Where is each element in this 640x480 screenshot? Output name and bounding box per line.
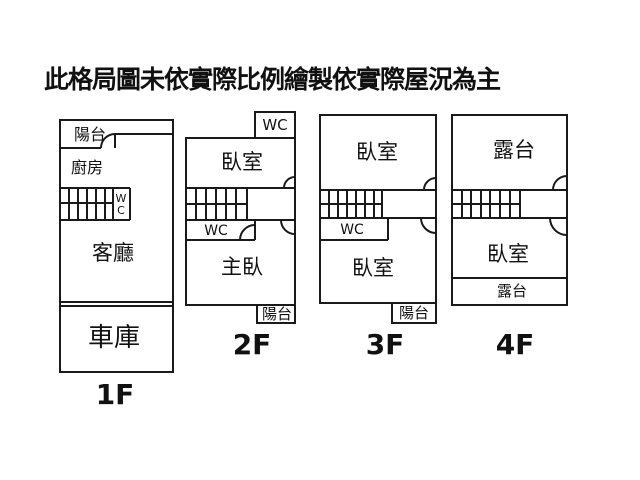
3f-stairs	[320, 190, 436, 219]
2f-door-arc-top-icon	[283, 176, 296, 189]
4f-room-label-terrace-front: 露台	[493, 138, 535, 162]
1f-room-label-balcony: 陽台	[74, 125, 106, 144]
3f-room-label-bedroom-front: 臥室	[356, 140, 398, 164]
1f-wc-label-w: W	[116, 192, 127, 205]
2f-room-label-wc-upper: WC	[262, 116, 287, 134]
2f-room-label-balcony: 陽台	[262, 305, 292, 323]
2f-room-label-wc: WC	[204, 223, 228, 239]
3f-wc-walls	[320, 218, 389, 241]
3f-door-arc-mid-icon	[420, 217, 437, 234]
4f-door-arc-top-icon	[552, 175, 568, 191]
1f-room-label-living: 客廳	[92, 241, 134, 265]
floorplan-4f: 露台 臥室 露台 4F	[451, 114, 568, 361]
2f-door-arc-mid-icon	[280, 219, 296, 235]
floor-label-4f: 4F	[496, 328, 535, 361]
1f-room-label-kitchen: 廚房	[71, 158, 103, 177]
2f-stairs	[186, 188, 295, 221]
floorplan-3f: 臥室 WC 臥室 陽台 3F	[319, 114, 437, 361]
1f-door-arc-icon	[100, 133, 116, 149]
floor-label-3f: 3F	[366, 328, 405, 361]
4f-room-label-bedroom: 臥室	[487, 242, 529, 266]
floorplan-1f: 陽台 廚房 W C 客廳 車庫 1F	[59, 119, 174, 411]
2f-room-label-master: 主臥	[221, 255, 263, 279]
2f-balcony-box	[256, 305, 296, 324]
3f-outer-wall	[319, 114, 437, 304]
1f-outer-wall	[59, 119, 174, 373]
2f-room-label-bedroom: 臥室	[221, 150, 263, 174]
1f-stairs	[60, 187, 131, 221]
4f-room-label-terrace-rear: 露台	[497, 282, 527, 300]
3f-room-label-bedroom-rear: 臥室	[352, 256, 394, 280]
disclaimer-title: 此格局圖未依實際比例繪製依實際屋況為主	[44, 65, 501, 94]
1f-wc-label-c: C	[117, 204, 125, 217]
floorplan-2f: WC 臥室 WC 主臥 陽台 2F	[185, 111, 296, 361]
floor-label-1f: 1F	[96, 378, 135, 411]
floor-label-2f: 2F	[233, 328, 272, 361]
1f-room-label-garage: 車庫	[88, 323, 140, 353]
3f-door-arc-top-icon	[423, 177, 437, 191]
2f-upper-wc-box	[254, 111, 296, 138]
3f-room-label-wc: WC	[340, 222, 364, 238]
4f-door-arc-mid-icon	[549, 217, 568, 236]
2f-wc-walls	[186, 220, 256, 241]
2f-outer-wall	[185, 137, 296, 306]
2f-wc-door-arc-icon	[239, 224, 256, 241]
4f-stairs	[452, 190, 567, 219]
4f-outer-wall	[451, 114, 568, 306]
3f-balcony-box	[391, 303, 437, 324]
3f-room-label-balcony: 陽台	[399, 304, 429, 322]
